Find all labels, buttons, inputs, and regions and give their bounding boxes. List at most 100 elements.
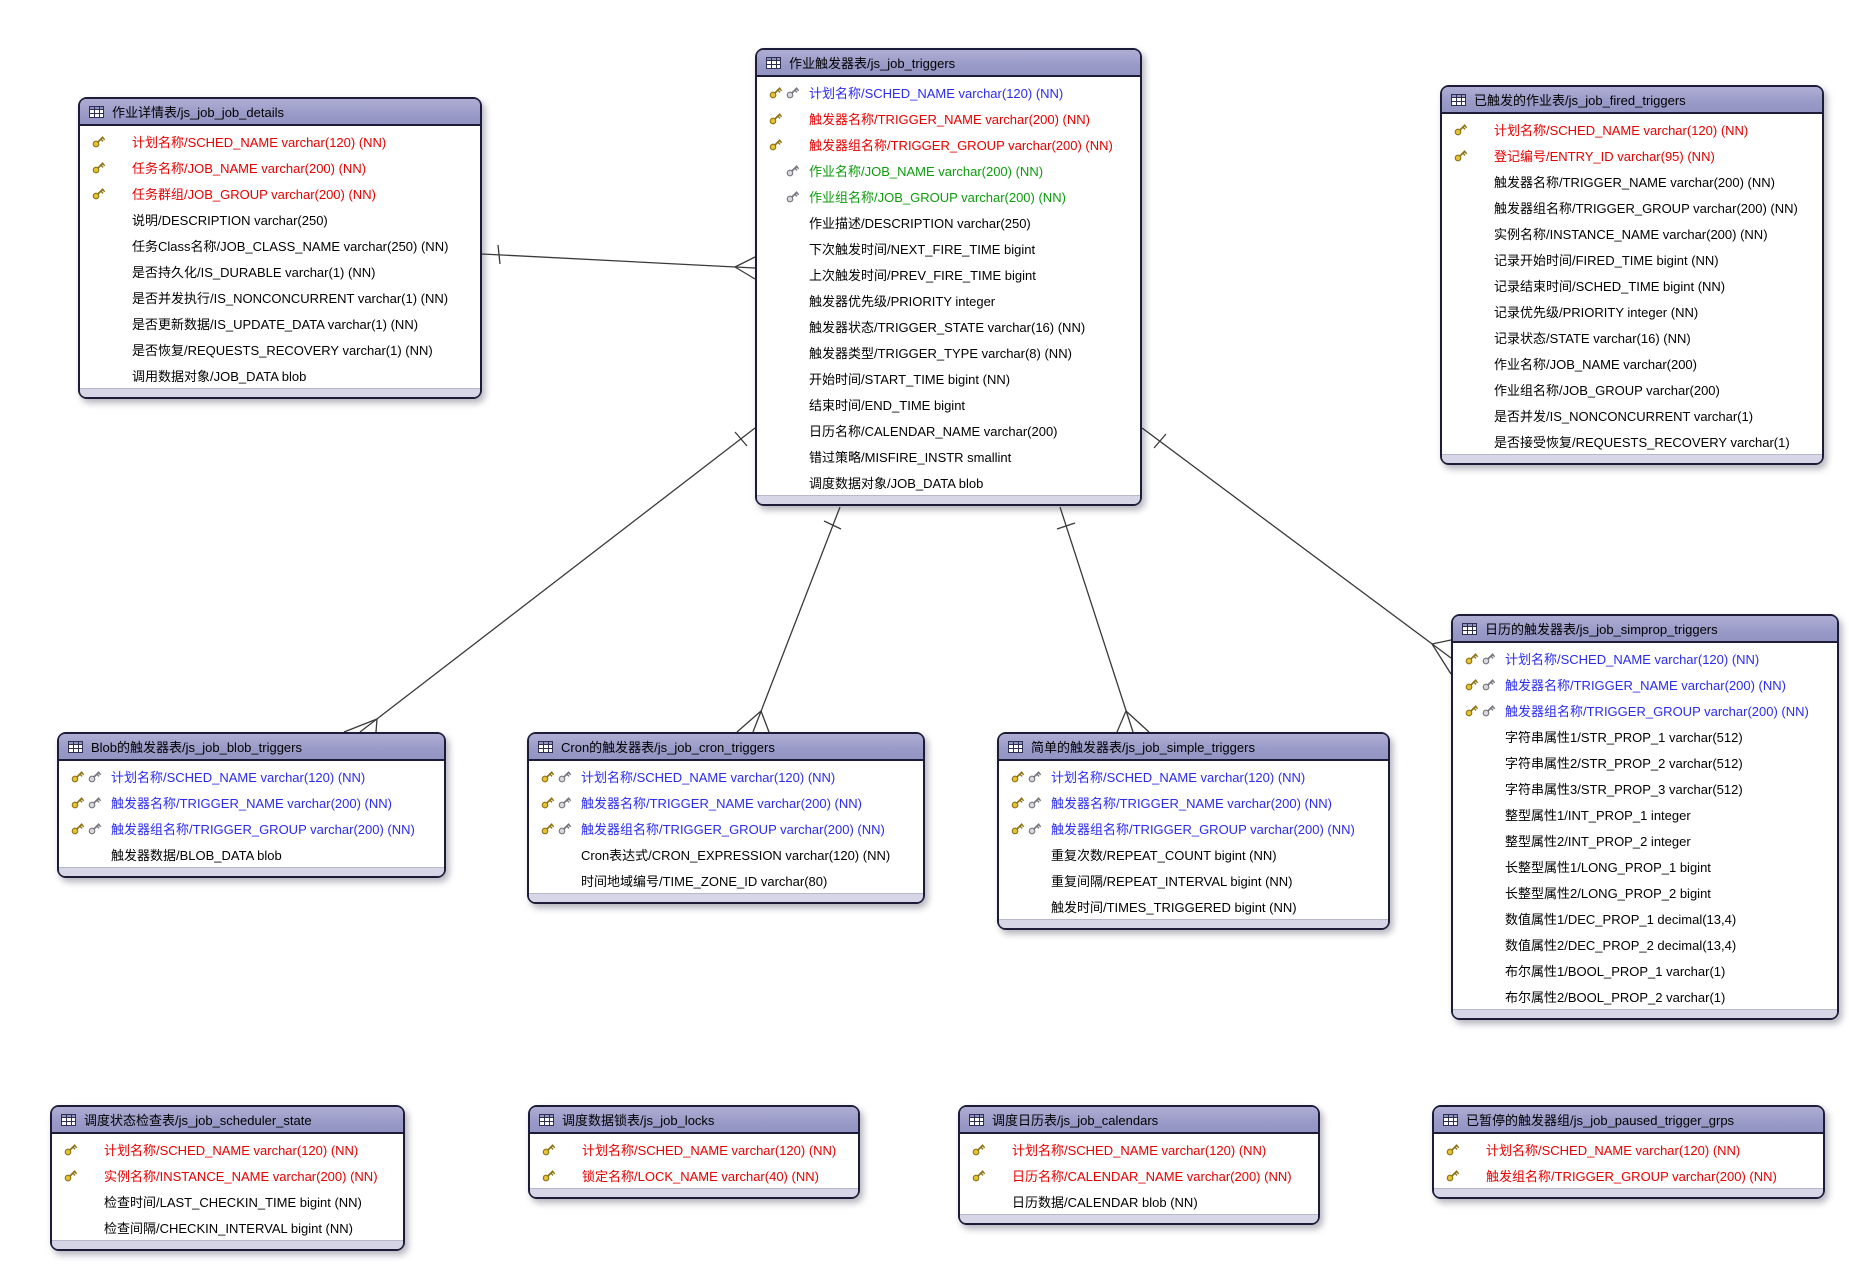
table-column-row[interactable]: 计划名称/SCHED_NAME varchar(120) (NN) (960, 1136, 1318, 1162)
table-column-row[interactable]: 数值属性1/DEC_PROP_1 decimal(13,4) (1453, 905, 1837, 931)
table-header[interactable]: 调度日历表/js_job_calendars (960, 1107, 1318, 1134)
table-header[interactable]: 已触发的作业表/js_job_fired_triggers (1442, 87, 1822, 114)
table-column-row[interactable]: 字符串属性2/STR_PROP_2 varchar(512) (1453, 749, 1837, 775)
table-column-row[interactable]: 计划名称/SCHED_NAME varchar(120) (NN) (529, 763, 923, 789)
table-column-row[interactable]: 记录结束时间/SCHED_TIME bigint (NN) (1442, 272, 1822, 298)
table-column-row[interactable]: 布尔属性1/BOOL_PROP_1 varchar(1) (1453, 957, 1837, 983)
table-column-row[interactable]: 时间地域编号/TIME_ZONE_ID varchar(80) (529, 867, 923, 893)
table-js_job_simprop_triggers[interactable]: 日历的触发器表/js_job_simprop_triggers 计划名称/SCH… (1451, 614, 1839, 1020)
table-header[interactable]: 日历的触发器表/js_job_simprop_triggers (1453, 616, 1837, 643)
relationship-job_details-triggers[interactable] (481, 244, 756, 280)
table-js_job_paused_trigger_grps[interactable]: 已暂停的触发器组/js_job_paused_trigger_grps 计划名称… (1432, 1105, 1825, 1199)
table-column-row[interactable]: 实例名称/INSTANCE_NAME varchar(200) (NN) (52, 1162, 403, 1188)
table-column-row[interactable]: 结束时间/END_TIME bigint (757, 391, 1140, 417)
table-column-row[interactable]: 触发器数据/BLOB_DATA blob (59, 841, 444, 867)
table-column-row[interactable]: 触发时间/TIMES_TRIGGERED bigint (NN) (999, 893, 1388, 919)
table-column-row[interactable]: 是否接受恢复/REQUESTS_RECOVERY varchar(1) (1442, 428, 1822, 454)
table-column-row[interactable]: 日历数据/CALENDAR blob (NN) (960, 1188, 1318, 1214)
table-column-row[interactable]: 整型属性1/INT_PROP_1 integer (1453, 801, 1837, 827)
table-column-row[interactable]: 上次触发时间/PREV_FIRE_TIME bigint (757, 261, 1140, 287)
table-column-row[interactable]: 作业组名称/JOB_GROUP varchar(200) (NN) (757, 183, 1140, 209)
table-column-row[interactable]: 触发器组名称/TRIGGER_GROUP varchar(200) (NN) (1453, 697, 1837, 723)
table-column-row[interactable]: 计划名称/SCHED_NAME varchar(120) (NN) (1442, 116, 1822, 142)
table-column-row[interactable]: 错过策略/MISFIRE_INSTR smallint (757, 443, 1140, 469)
table-header[interactable]: 作业详情表/js_job_job_details (80, 99, 480, 126)
table-column-row[interactable]: 计划名称/SCHED_NAME varchar(120) (NN) (999, 763, 1388, 789)
table-column-row[interactable]: 检查间隔/CHECKIN_INTERVAL bigint (NN) (52, 1214, 403, 1240)
table-column-row[interactable]: 计划名称/SCHED_NAME varchar(120) (NN) (1434, 1136, 1823, 1162)
table-column-row[interactable]: 日历名称/CALENDAR_NAME varchar(200) (757, 417, 1140, 443)
table-column-row[interactable]: 重复间隔/REPEAT_INTERVAL bigint (NN) (999, 867, 1388, 893)
table-column-row[interactable]: 重复次数/REPEAT_COUNT bigint (NN) (999, 841, 1388, 867)
table-header[interactable]: Cron的触发器表/js_job_cron_triggers (529, 734, 923, 761)
table-column-row[interactable]: 是否并发执行/IS_NONCONCURRENT varchar(1) (NN) (80, 284, 480, 310)
table-column-row[interactable]: 计划名称/SCHED_NAME varchar(120) (NN) (59, 763, 444, 789)
table-column-row[interactable]: 作业名称/JOB_NAME varchar(200) (NN) (757, 157, 1140, 183)
table-column-row[interactable]: 触发组名称/TRIGGER_GROUP varchar(200) (NN) (1434, 1162, 1823, 1188)
table-js_job_job_details[interactable]: 作业详情表/js_job_job_details 计划名称/SCHED_NAME… (78, 97, 482, 399)
table-column-row[interactable]: 触发器状态/TRIGGER_STATE varchar(16) (NN) (757, 313, 1140, 339)
table-column-row[interactable]: 触发器组名称/TRIGGER_GROUP varchar(200) (NN) (757, 131, 1140, 157)
table-column-row[interactable]: 长整型属性2/LONG_PROP_2 bigint (1453, 879, 1837, 905)
table-column-row[interactable]: 触发器类型/TRIGGER_TYPE varchar(8) (NN) (757, 339, 1140, 365)
table-column-row[interactable]: 任务Class名称/JOB_CLASS_NAME varchar(250) (N… (80, 232, 480, 258)
table-js_job_scheduler_state[interactable]: 调度状态检查表/js_job_scheduler_state 计划名称/SCHE… (50, 1105, 405, 1251)
relationship-triggers-simprop_triggers[interactable] (1141, 427, 1452, 675)
table-js_job_fired_triggers[interactable]: 已触发的作业表/js_job_fired_triggers 计划名称/SCHED… (1440, 85, 1824, 465)
table-column-row[interactable]: 整型属性2/INT_PROP_2 integer (1453, 827, 1837, 853)
table-js_job_blob_triggers[interactable]: Blob的触发器表/js_job_blob_triggers 计划名称/SCHE… (57, 732, 446, 878)
table-column-row[interactable]: 触发器优先级/PRIORITY integer (757, 287, 1140, 313)
table-header[interactable]: Blob的触发器表/js_job_blob_triggers (59, 734, 444, 761)
table-column-row[interactable]: 数值属性2/DEC_PROP_2 decimal(13,4) (1453, 931, 1837, 957)
table-column-row[interactable]: 日历名称/CALENDAR_NAME varchar(200) (NN) (960, 1162, 1318, 1188)
table-column-row[interactable]: 布尔属性2/BOOL_PROP_2 varchar(1) (1453, 983, 1837, 1009)
table-column-row[interactable]: 下次触发时间/NEXT_FIRE_TIME bigint (757, 235, 1140, 261)
table-header[interactable]: 调度数据锁表/js_job_locks (530, 1107, 858, 1134)
table-column-row[interactable]: 是否持久化/IS_DURABLE varchar(1) (NN) (80, 258, 480, 284)
table-column-row[interactable]: 触发器组名称/TRIGGER_GROUP varchar(200) (NN) (59, 815, 444, 841)
table-column-row[interactable]: 计划名称/SCHED_NAME varchar(120) (NN) (1453, 645, 1837, 671)
table-column-row[interactable]: 检查时间/LAST_CHECKIN_TIME bigint (NN) (52, 1188, 403, 1214)
relationship-triggers-cron_triggers[interactable] (736, 506, 842, 733)
table-column-row[interactable]: 是否并发/IS_NONCONCURRENT varchar(1) (1442, 402, 1822, 428)
table-column-row[interactable]: Cron表达式/CRON_EXPRESSION varchar(120) (NN… (529, 841, 923, 867)
table-column-row[interactable]: 触发器组名称/TRIGGER_GROUP varchar(200) (NN) (529, 815, 923, 841)
table-column-row[interactable]: 任务名称/JOB_NAME varchar(200) (NN) (80, 154, 480, 180)
table-column-row[interactable]: 触发器组名称/TRIGGER_GROUP varchar(200) (NN) (1442, 194, 1822, 220)
table-header[interactable]: 调度状态检查表/js_job_scheduler_state (52, 1107, 403, 1134)
table-js_job_cron_triggers[interactable]: Cron的触发器表/js_job_cron_triggers 计划名称/SCHE… (527, 732, 925, 904)
table-column-row[interactable]: 锁定名称/LOCK_NAME varchar(40) (NN) (530, 1162, 858, 1188)
table-column-row[interactable]: 记录优先级/PRIORITY integer (NN) (1442, 298, 1822, 324)
table-column-row[interactable]: 字符串属性1/STR_PROP_1 varchar(512) (1453, 723, 1837, 749)
table-column-row[interactable]: 计划名称/SCHED_NAME varchar(120) (NN) (757, 79, 1140, 105)
table-column-row[interactable]: 是否恢复/REQUESTS_RECOVERY varchar(1) (NN) (80, 336, 480, 362)
table-column-row[interactable]: 长整型属性1/LONG_PROP_1 bigint (1453, 853, 1837, 879)
table-column-row[interactable]: 开始时间/START_TIME bigint (NN) (757, 365, 1140, 391)
table-column-row[interactable]: 记录状态/STATE varchar(16) (NN) (1442, 324, 1822, 350)
table-js_job_triggers[interactable]: 作业触发器表/js_job_triggers 计划名称/SCHED_NAME v… (755, 48, 1142, 506)
table-column-row[interactable]: 登记编号/ENTRY_ID varchar(95) (NN) (1442, 142, 1822, 168)
table-column-row[interactable]: 触发器名称/TRIGGER_NAME varchar(200) (NN) (1442, 168, 1822, 194)
table-js_job_locks[interactable]: 调度数据锁表/js_job_locks 计划名称/SCHED_NAME varc… (528, 1105, 860, 1199)
table-header[interactable]: 简单的触发器表/js_job_simple_triggers (999, 734, 1388, 761)
table-column-row[interactable]: 作业组名称/JOB_GROUP varchar(200) (1442, 376, 1822, 402)
table-js_job_simple_triggers[interactable]: 简单的触发器表/js_job_simple_triggers 计划名称/SCHE… (997, 732, 1390, 930)
table-column-row[interactable]: 计划名称/SCHED_NAME varchar(120) (NN) (530, 1136, 858, 1162)
table-column-row[interactable]: 实例名称/INSTANCE_NAME varchar(200) (NN) (1442, 220, 1822, 246)
table-column-row[interactable]: 触发器名称/TRIGGER_NAME varchar(200) (NN) (529, 789, 923, 815)
table-column-row[interactable]: 是否更新数据/IS_UPDATE_DATA varchar(1) (NN) (80, 310, 480, 336)
table-column-row[interactable]: 触发器名称/TRIGGER_NAME varchar(200) (NN) (59, 789, 444, 815)
table-column-row[interactable]: 任务群组/JOB_GROUP varchar(200) (NN) (80, 180, 480, 206)
relationship-triggers-blob_triggers[interactable] (343, 427, 756, 733)
table-column-row[interactable]: 字符串属性3/STR_PROP_3 varchar(512) (1453, 775, 1837, 801)
table-column-row[interactable]: 作业名称/JOB_NAME varchar(200) (1442, 350, 1822, 376)
relationship-triggers-simple_triggers[interactable] (1056, 506, 1150, 733)
table-column-row[interactable]: 计划名称/SCHED_NAME varchar(120) (NN) (80, 128, 480, 154)
table-js_job_calendars[interactable]: 调度日历表/js_job_calendars 计划名称/SCHED_NAME v… (958, 1105, 1320, 1225)
table-column-row[interactable]: 触发器组名称/TRIGGER_GROUP varchar(200) (NN) (999, 815, 1388, 841)
table-header[interactable]: 已暂停的触发器组/js_job_paused_trigger_grps (1434, 1107, 1823, 1134)
table-column-row[interactable]: 调度数据对象/JOB_DATA blob (757, 469, 1140, 495)
table-column-row[interactable]: 触发器名称/TRIGGER_NAME varchar(200) (NN) (999, 789, 1388, 815)
table-column-row[interactable]: 说明/DESCRIPTION varchar(250) (80, 206, 480, 232)
